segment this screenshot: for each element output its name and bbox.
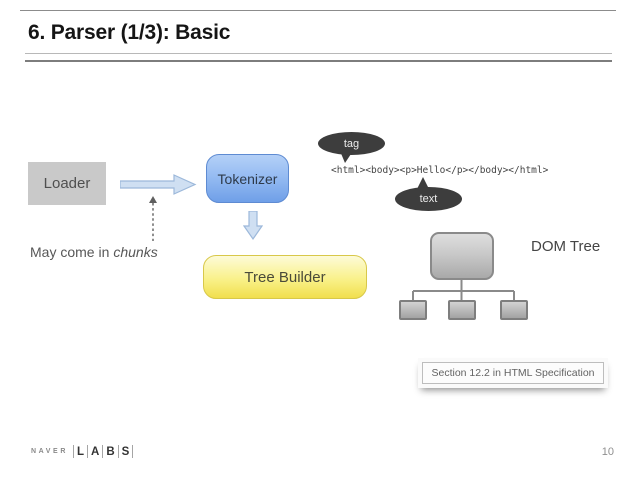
arrow-right-icon xyxy=(120,174,197,195)
tree-builder-label: Tree Builder xyxy=(244,268,326,286)
tag-bubble-label: tag xyxy=(343,137,360,150)
chunks-note-italic: chunks xyxy=(113,244,158,260)
arrow-down-icon xyxy=(243,211,263,241)
dom-tree-child-node xyxy=(448,300,476,320)
dom-tree-child-node xyxy=(399,300,427,320)
logo-letter-s: S xyxy=(121,445,130,458)
logo-letter-a: A xyxy=(91,445,100,458)
loader-label: Loader xyxy=(43,175,91,192)
page-number: 10 xyxy=(601,446,614,458)
brand-naver-text: NAVER xyxy=(31,448,68,455)
tag-bubble: tag xyxy=(318,132,385,155)
text-bubble-label: text xyxy=(419,193,438,205)
logo-divider-bar xyxy=(72,445,74,458)
text-bubble-tail xyxy=(417,177,429,189)
logo-divider-bar xyxy=(132,445,134,458)
logo-letter-l: L xyxy=(76,445,85,458)
dom-tree-child-node xyxy=(500,300,528,320)
tag-bubble-tail xyxy=(340,151,353,163)
tokenizer-label: Tokenizer xyxy=(217,170,278,187)
dom-tree-connectors xyxy=(412,280,515,301)
logo-divider-bar xyxy=(117,445,119,458)
text-bubble: text xyxy=(395,187,462,211)
chunks-note-prefix: May come in xyxy=(30,244,110,260)
dashed-arrow-up-icon xyxy=(149,196,157,241)
tokenizer-node: Tokenizer xyxy=(206,154,289,203)
spec-note-text: Section 12.2 in HTML Specification xyxy=(422,362,604,384)
logo-divider-bar xyxy=(102,445,104,458)
loader-node: Loader xyxy=(28,162,106,205)
page-title: 6. Parser (1/3): Basic xyxy=(28,21,231,44)
logo-letter-b: B xyxy=(106,445,115,458)
title-underline-light xyxy=(25,53,612,54)
logo-divider-bar xyxy=(87,445,89,458)
dom-tree-label: DOM Tree xyxy=(531,238,601,255)
tree-builder-node: Tree Builder xyxy=(203,255,367,299)
title-underline-dark xyxy=(25,60,612,62)
top-rule-line xyxy=(20,10,616,11)
html-code-line: <html><body><p>Hello</p></body></html> xyxy=(331,165,549,176)
naver-labs-logo: NAVER L A B S xyxy=(31,444,135,459)
spec-note-card: Section 12.2 in HTML Specification xyxy=(418,358,608,388)
dom-tree-root-node xyxy=(430,232,494,280)
